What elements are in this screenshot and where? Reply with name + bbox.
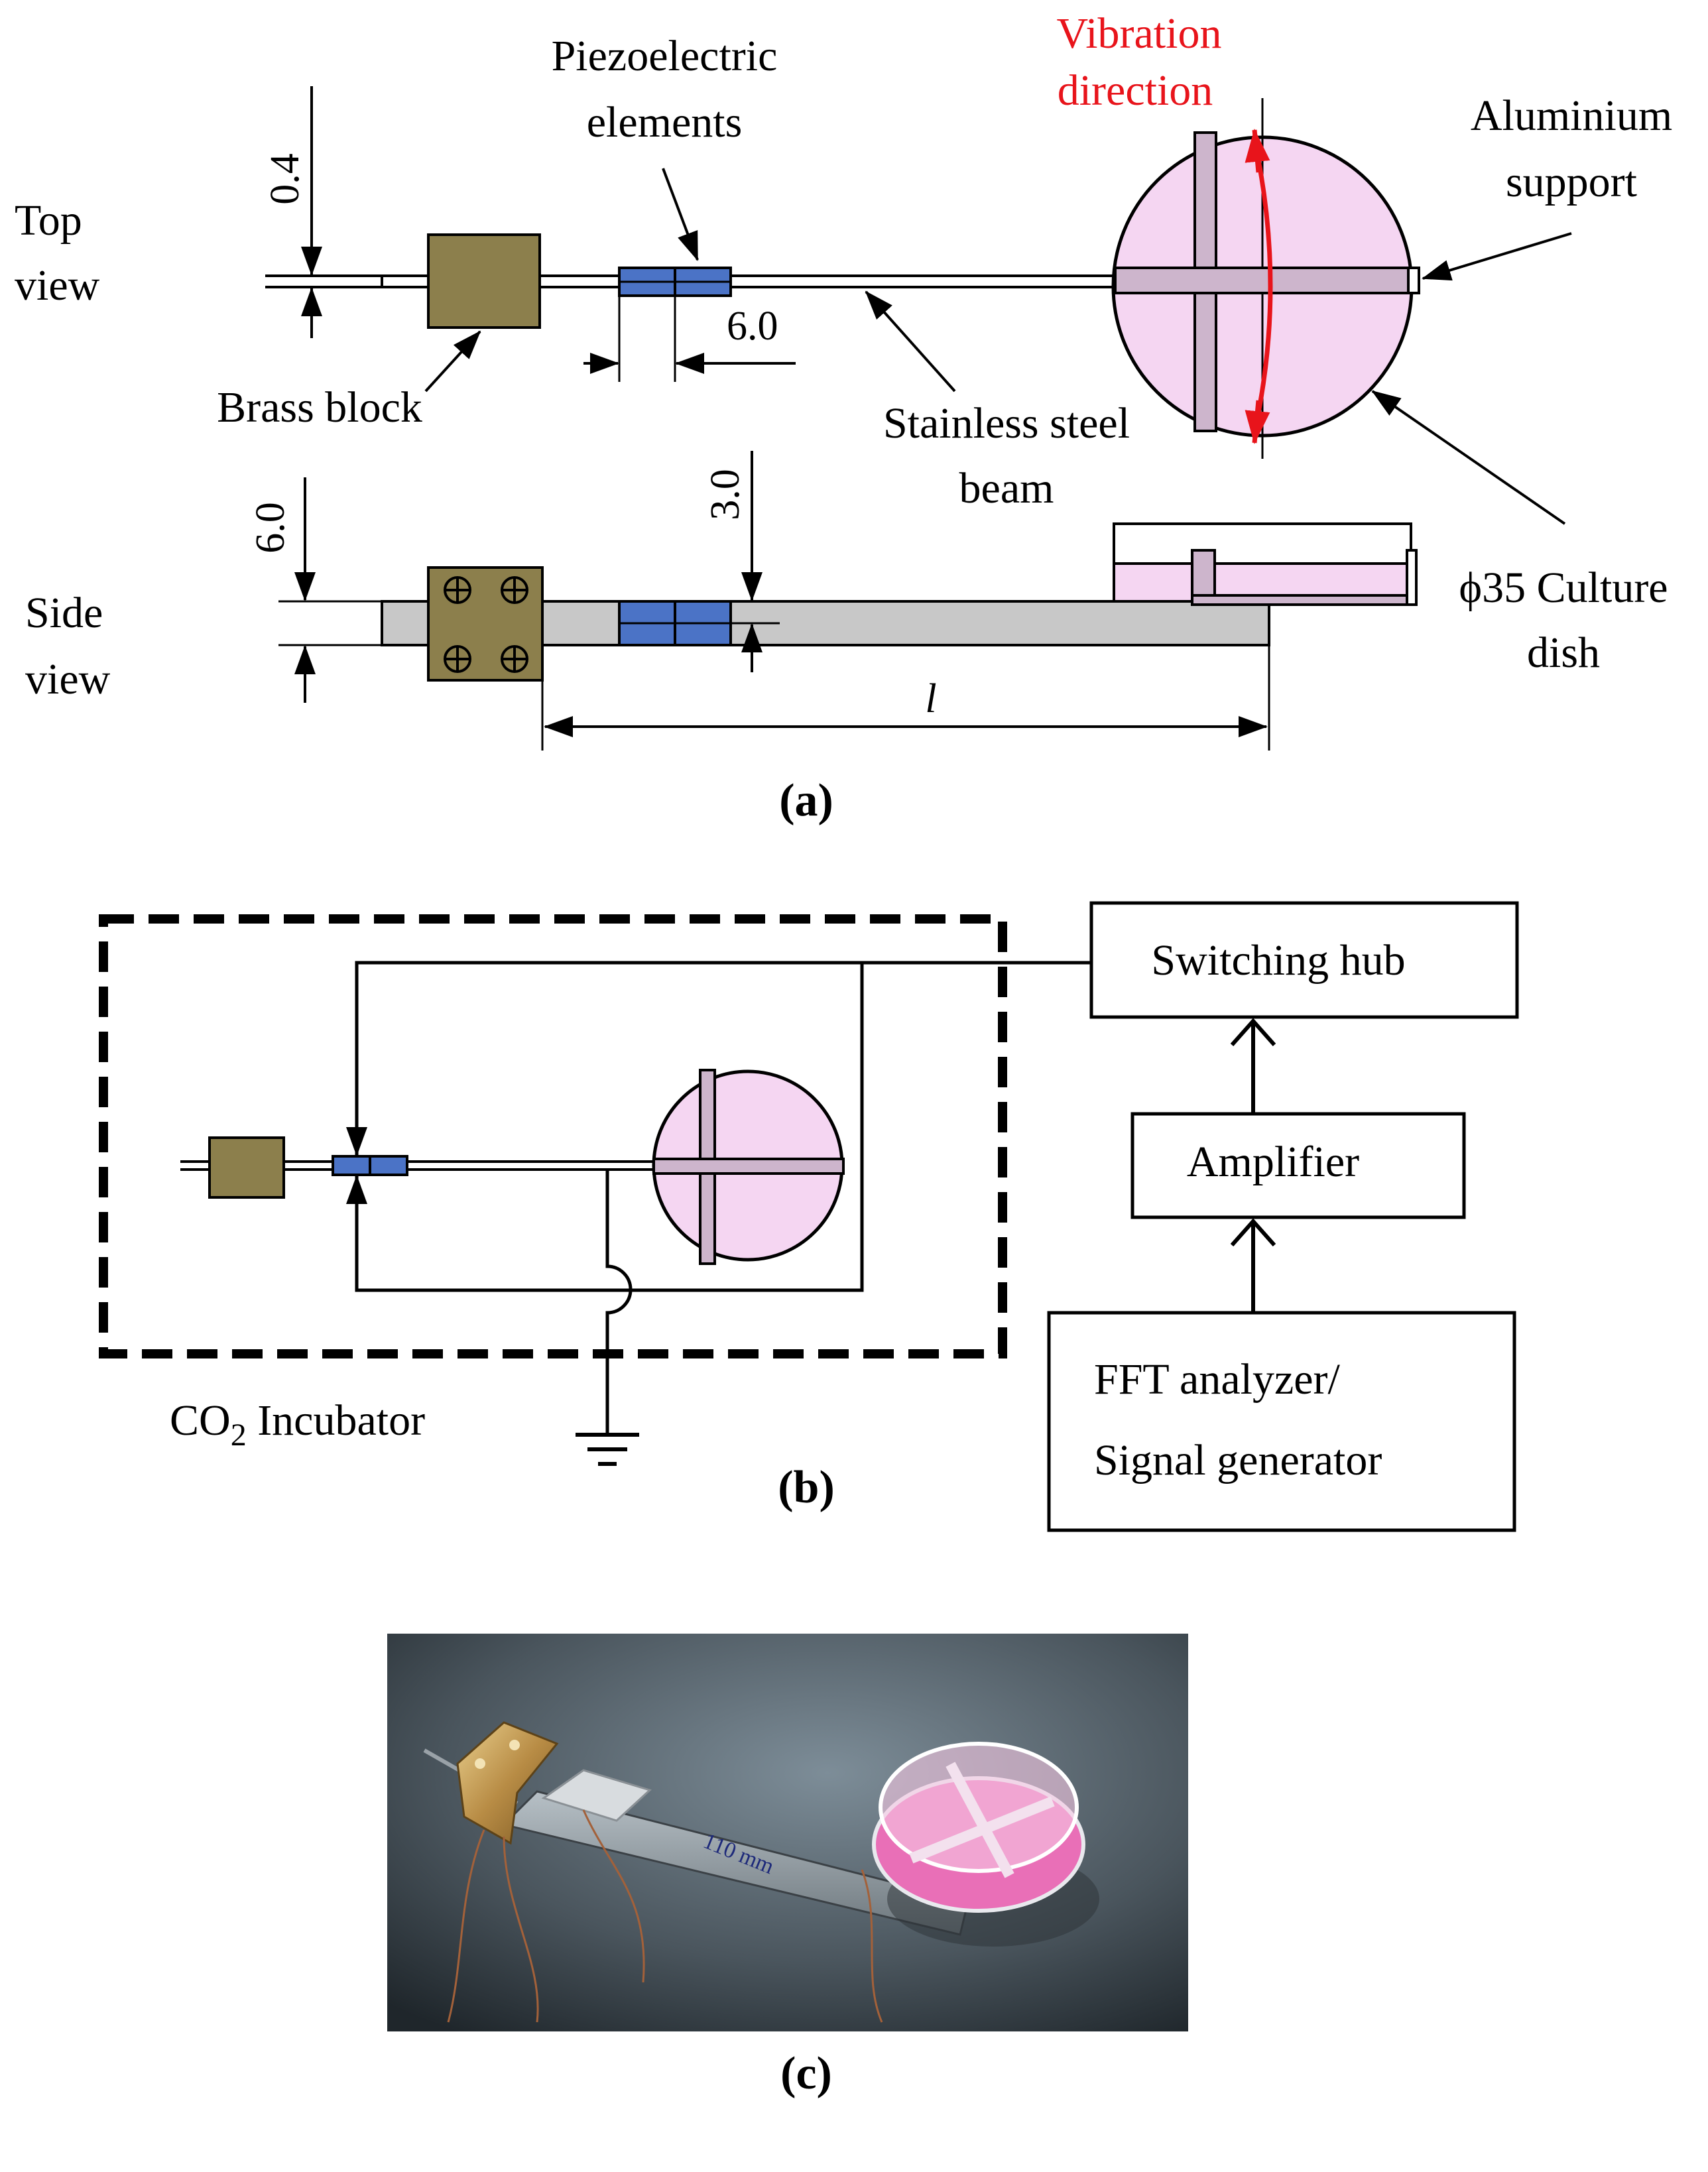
- vibration-arc: [1252, 140, 1273, 433]
- mini-piezo-1: [332, 1155, 371, 1176]
- brass-block-side: [427, 566, 544, 682]
- screw-icon: [444, 576, 528, 673]
- vibration-arrow-down: [1245, 400, 1270, 444]
- dim-60w-label: 6.0: [727, 304, 778, 349]
- steel-leader: [865, 290, 956, 392]
- culture-dish-lid: [1113, 522, 1412, 565]
- photo-dish-support: [945, 1762, 1014, 1878]
- vibration-arrow-up: [1245, 129, 1270, 173]
- dish-leader: [1371, 390, 1566, 525]
- top-view-label: view: [15, 261, 100, 310]
- panel-c: 110 mm (c): [387, 1634, 1188, 2099]
- photo-piezo: [541, 1769, 652, 1822]
- panel-a-top-view: Top view 0.4 6.0 Piezoelec: [15, 9, 1672, 677]
- aluminium-support-tab: [1407, 267, 1420, 294]
- ground-icon: [576, 1433, 639, 1466]
- piezo-leader: [662, 168, 699, 261]
- photo-wire: [582, 1809, 645, 1983]
- panel-a-side-view: Side view 6.0 3.0: [25, 451, 1418, 826]
- panel-b: CO2 Incubator Switching hub Amplifier FF…: [99, 901, 1519, 1532]
- brass-label: Brass block: [217, 383, 422, 432]
- photo-wire: [447, 1829, 485, 2023]
- top-view-label: Top: [15, 196, 82, 245]
- amplifier-label: Amplifier: [1187, 1138, 1359, 1186]
- switching-hub-label: Switching hub: [1151, 936, 1405, 985]
- photo-wire: [503, 1836, 539, 2023]
- signal-arrow-icon: [1230, 1018, 1276, 1313]
- amplifier-box: [1130, 1112, 1466, 1219]
- mini-support-horizontal: [652, 1158, 845, 1175]
- switching-hub-box: [1089, 901, 1519, 1019]
- incubator-box: [99, 914, 1007, 1358]
- vibration-label: Vibration: [1057, 9, 1222, 58]
- dish-label: ϕ35 Culture: [1459, 564, 1668, 612]
- dish-label: dish: [1527, 629, 1600, 677]
- panel-c-label: (c): [780, 2048, 832, 2099]
- aluminium-support-bar-horizontal: [1114, 267, 1410, 294]
- aluminium-label: Aluminium: [1471, 91, 1672, 140]
- brass-leader: [424, 330, 481, 392]
- incubator-label: CO2 Incubator: [170, 1396, 425, 1453]
- fft-label: FFT analyzer/: [1094, 1355, 1341, 1404]
- aluminium-support-side-base: [1191, 594, 1418, 606]
- wire-loop: [355, 961, 864, 1292]
- brass-block-top: [427, 233, 541, 329]
- steel-label: beam: [959, 464, 1054, 513]
- steel-label: Stainless steel: [883, 399, 1130, 448]
- photo-screw: [509, 1740, 520, 1750]
- dim-04-label: 0.4: [263, 153, 308, 205]
- aluminium-label: support: [1506, 158, 1637, 206]
- photo-brass-block: [456, 1721, 559, 1845]
- mini-brass-block: [208, 1136, 285, 1199]
- fft-box: [1047, 1311, 1516, 1532]
- side-view-label: view: [25, 655, 111, 703]
- panel-a-label: (a): [779, 775, 833, 826]
- ground-wire: [605, 1170, 633, 1433]
- side-view-label: Side: [25, 589, 103, 637]
- aluminium-support-side-tab: [1406, 549, 1418, 606]
- piezo-label: Piezoelectric: [552, 32, 778, 80]
- dim-30-label: 3.0: [703, 469, 748, 520]
- dim-l-label: l: [925, 676, 936, 721]
- aluminium-leader: [1422, 232, 1572, 281]
- panel-b-label: (b): [778, 1462, 835, 1513]
- photo-screw: [475, 1758, 485, 1769]
- fft-label: Signal generator: [1094, 1436, 1382, 1484]
- photo-wire: [861, 1869, 883, 2023]
- piezo-label: elements: [587, 98, 743, 147]
- dim-60h-label: 6.0: [248, 502, 293, 554]
- mini-piezo-2: [369, 1155, 408, 1176]
- vibration-label: direction: [1058, 66, 1213, 115]
